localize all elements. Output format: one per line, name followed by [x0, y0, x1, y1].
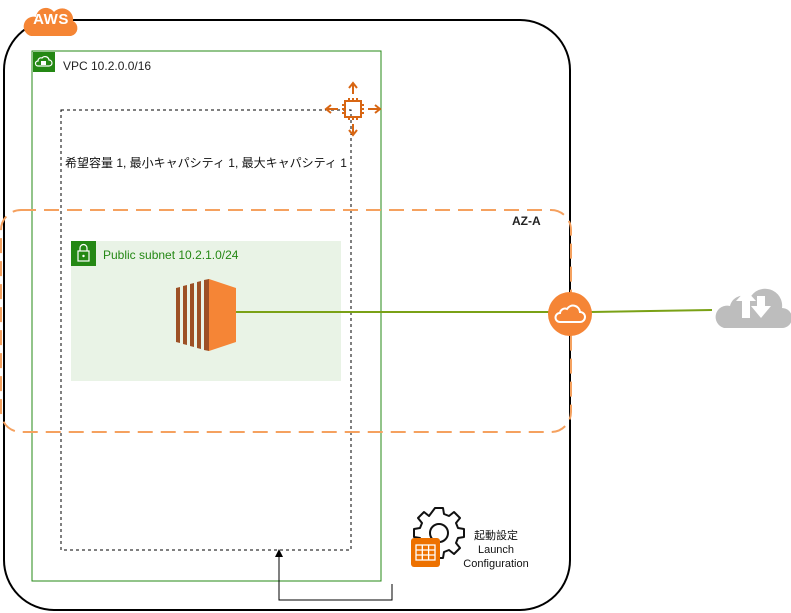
gear-icon [413, 507, 465, 559]
internet-cloud-icon [715, 288, 791, 328]
vpc-lock-icon [33, 52, 55, 72]
availability-zone-label: AZ-A [512, 214, 541, 228]
ec2-instance-icon [176, 279, 236, 351]
public-subnet-label: Public subnet 10.2.1.0/24 [103, 248, 239, 262]
gateway-to-internet-link [590, 309, 713, 313]
launch-config-label-ja: 起動設定 [474, 530, 518, 542]
subnet-lock-icon [71, 241, 96, 266]
launch-config-connector [278, 556, 393, 601]
vpc-boundary [31, 50, 382, 582]
aws-cloud-icon [23, 7, 78, 36]
launch-config-label-en-2: Configuration [463, 558, 529, 570]
aws-badge-label: AWS [33, 11, 69, 28]
launch-configuration-icon [411, 538, 440, 567]
auto-scaling-icon [324, 81, 382, 137]
auto-scaling-capacity-label: 希望容量 1, 最小キャパシティ 1, 最大キャパシティ 1 [65, 156, 347, 170]
auto-scaling-group-boundary [60, 109, 352, 551]
vpc-label: VPC 10.2.0.0/16 [63, 59, 152, 73]
launch-configuration-label: 起動設定 Launch Configuration [452, 529, 540, 571]
launch-config-arrowhead [275, 549, 283, 557]
launch-config-label-en-1: Launch [477, 544, 515, 556]
internet-gateway-icon [548, 292, 592, 336]
